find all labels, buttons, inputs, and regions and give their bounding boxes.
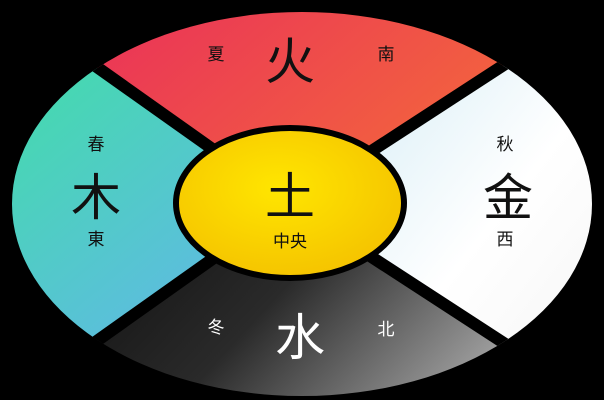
west-direction: 西 [497, 230, 514, 250]
earth-element: 土 [265, 168, 315, 226]
metal-element: 金 [483, 169, 533, 227]
summer-season: 夏 [208, 45, 225, 65]
east-direction: 東 [88, 230, 105, 250]
wood-segment [12, 12, 290, 396]
water-element: 水 [275, 309, 325, 367]
wood-element: 木 [71, 169, 121, 227]
winter-season: 冬 [208, 318, 225, 338]
north-direction: 北 [378, 320, 395, 340]
water-segment [12, 204, 592, 396]
center-direction: 中央 [273, 232, 307, 252]
fire-element: 火 [265, 33, 315, 91]
autumn-season: 秋 [497, 135, 514, 155]
fire-segment [12, 12, 592, 204]
metal-segment [290, 12, 592, 396]
spring-season: 春 [88, 135, 105, 155]
south-direction: 南 [378, 45, 395, 65]
earth-center-circle [173, 125, 407, 281]
